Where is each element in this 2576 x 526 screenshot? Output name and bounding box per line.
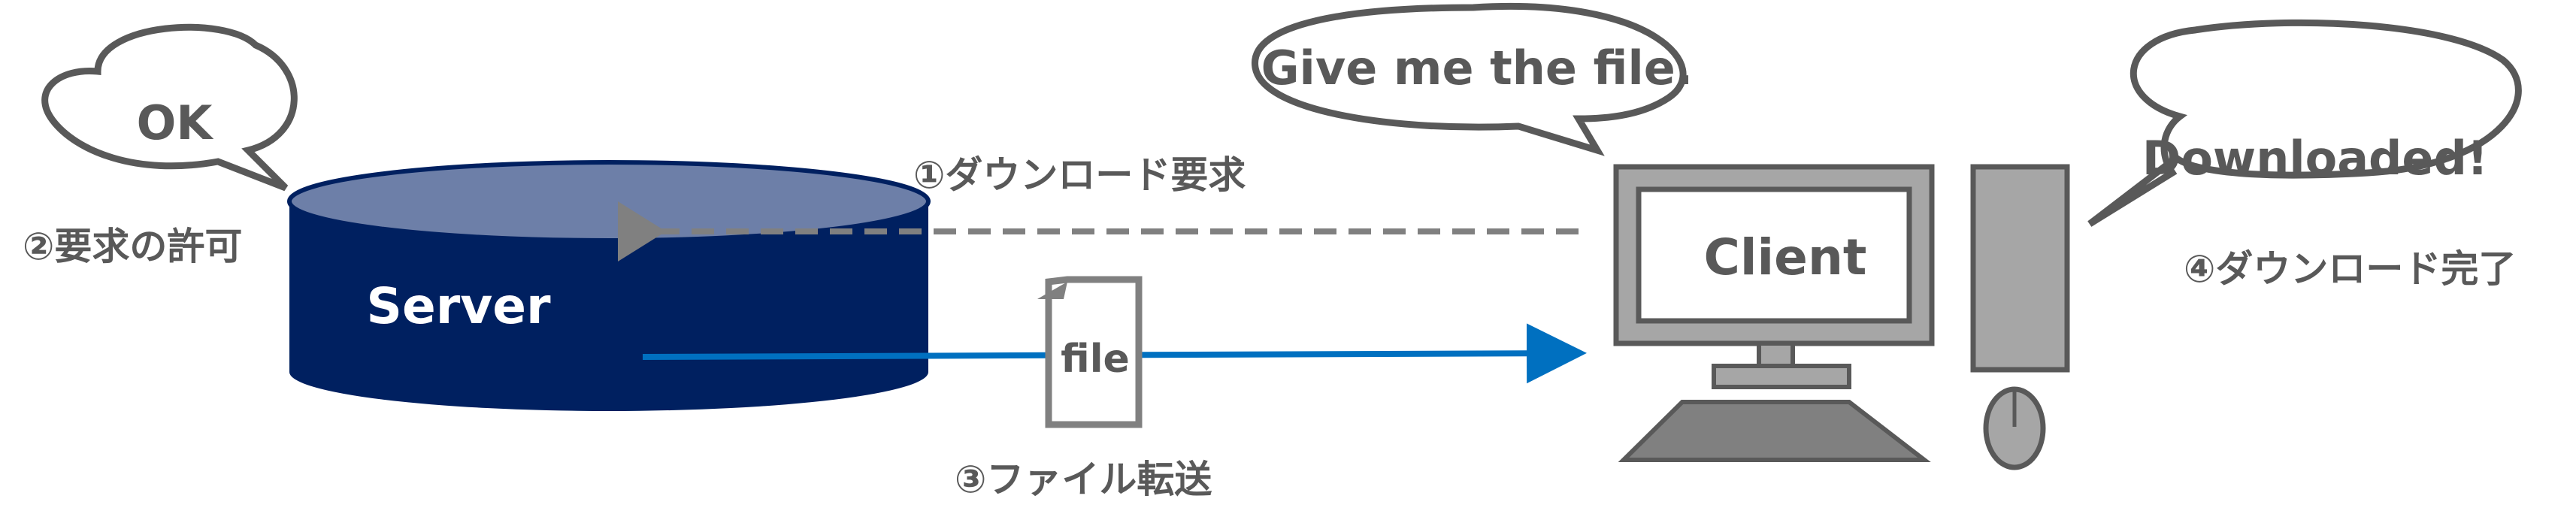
bubble-shape (2087, 19, 2522, 227)
server-top (287, 160, 931, 243)
bubble-shape (1252, 3, 1687, 156)
server-speech-bubble: OK (41, 23, 298, 192)
server-cylinder: Server (287, 160, 931, 411)
client-request-text: Give me the file. (1261, 41, 1694, 95)
bubble-shape (41, 23, 298, 192)
file-icon: file (1037, 276, 1143, 428)
client-done-text: Downloaded! (2142, 131, 2488, 186)
client-done-bubble: Downloaded! (2087, 19, 2522, 227)
file-label: file (1061, 337, 1130, 382)
pc-tower (1970, 164, 2070, 373)
client-request-bubble: Give me the file. (1252, 3, 1694, 156)
client-monitor: Client (1613, 164, 1935, 389)
monitor-base (1712, 364, 1851, 389)
step1-label: ①ダウンロード要求 (913, 153, 1246, 197)
keyboard (1618, 400, 1931, 462)
monitor-neck (1757, 341, 1795, 368)
server-label: Server (366, 277, 551, 335)
monitor-screen (1636, 186, 1912, 324)
step3-label: ③ファイル転送 (955, 458, 1212, 501)
client-label: Client (1704, 228, 1867, 286)
server-bubble-text: OK (137, 95, 214, 150)
step4-label: ④ダウンロード完了 (2184, 247, 2516, 291)
mouse-icon (1983, 386, 2046, 470)
step2-label: ②要求の許可 (23, 225, 242, 268)
